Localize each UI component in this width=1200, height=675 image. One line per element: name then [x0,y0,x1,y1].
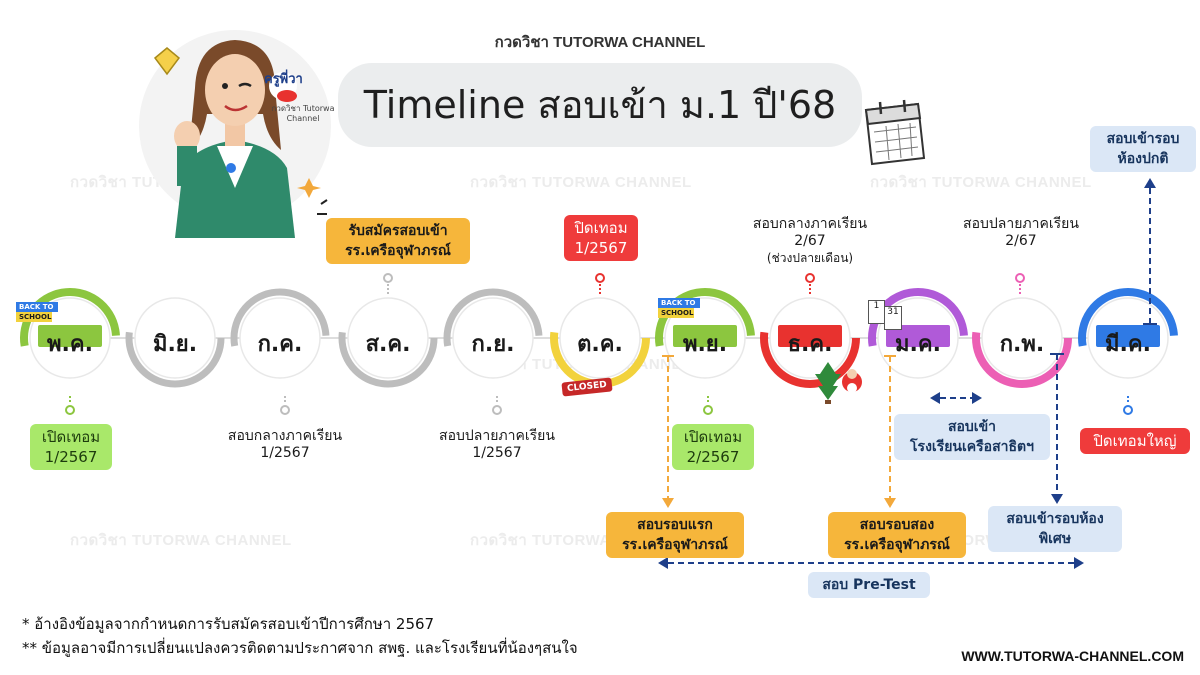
satit-exam-box: สอบเข้า โรงเรียนเครือสาธิตฯ [894,414,1050,460]
satit-exam-line2: โรงเรียนเครือสาธิตฯ [910,439,1034,455]
mini-calendar-icon: 1 31 [868,300,902,330]
watermark: กวดวิชา TUTORWA CHANNEL [470,174,692,191]
month-mar: มี.ค. [1105,332,1151,357]
mar-normal-line2: ห้องปกติ [1117,151,1169,167]
watermark: กวดวิชา TUTORWA CHANNEL [70,532,292,549]
month-nov: พ.ย. [682,332,728,357]
oct-close-line1: ปิดเทอม [574,219,628,237]
month-circle-dec [760,288,860,388]
oct-close-box: ปิดเทอม 1/2567 [564,215,638,261]
round1-box: สอบรอบแรก รร.เครือจุฬาภรณ์ [606,512,744,558]
jul-midterm-line2: 1/2567 [260,445,310,461]
feb-final-label: สอบปลายภาคเรียน 2/67 [946,216,1096,250]
footnote-1: * อ้างอิงข้อมูลจากกำหนดการรับสมัครสอบเข้… [22,615,435,633]
aug-register-line1: รับสมัครสอบเข้า [348,223,448,239]
mascot-subtitle: กวดวิชา Tutorwa Channel [271,104,335,123]
dec-midterm-line2: 2/67 [794,233,826,249]
mar-close-line1: ปิดเทอมใหญ่ [1093,432,1177,450]
month-aug: ส.ค. [365,332,411,357]
special-room-box: สอบเข้ารอบห้อง พิเศษ [988,506,1122,552]
month-circle-jun [125,288,225,388]
footnote-2: ** ข้อมูลอาจมีการเปลี่ยนแปลงควรติดตามประ… [22,639,578,657]
mar-normal-box: สอบเข้ารอบ ห้องปกติ [1090,126,1196,172]
aug-register-line2: รร.เครือจุฬาภรณ์ [345,243,451,259]
sticker-back-to: BACK TO [16,302,58,312]
special-room-line1: สอบเข้ารอบห้อง [1006,511,1104,527]
mar-close-box: ปิดเทอมใหญ่ [1080,428,1190,454]
month-oct: ต.ค. [577,332,623,357]
month-circle-feb [972,288,1072,388]
may-open-line2: 1/2567 [44,448,98,466]
sticker-back-to: BACK TO [658,298,700,308]
oct-close-line2: 1/2567 [574,239,628,257]
month-feb: ก.พ. [999,332,1045,357]
website-link[interactable]: WWW.TUTORWA-CHANNEL.COM [961,648,1184,664]
mascot-tag: ครูพี่วา [264,72,303,87]
may-open-line1: เปิดเทอม [41,428,101,446]
month-dec: ธ.ค. [787,332,833,357]
sep-final-line2: 1/2567 [472,445,522,461]
nov-open-box: เปิดเทอม 2/2567 [672,424,754,470]
month-sep: ก.ย. [471,332,515,357]
month-circle-aug [338,288,438,388]
round1-line1: สอบรอบแรก [637,517,713,533]
back-to-school-sticker: BACK TO SCHOOL [16,302,62,328]
month-may: พ.ค. [47,332,93,357]
month-jun: มิ.ย. [152,332,198,357]
satit-exam-line1: สอบเข้า [947,419,997,435]
mar-normal-line1: สอบเข้ารอบ [1106,131,1180,147]
round2-line2: รร.เครือจุฬาภรณ์ [844,537,950,553]
dec-midterm-line3: (ช่วงปลายเดือน) [766,251,854,265]
round2-box: สอบรอบสอง รร.เครือจุฬาภรณ์ [828,512,966,558]
jul-midterm-label: สอบกลางภาคเรียน 1/2567 [205,428,365,462]
channel-name: กวดวิชา TUTORWA CHANNEL [494,34,706,51]
title-pill [338,63,862,147]
sticker-school: SCHOOL [658,308,694,318]
nov-open-line1: เปิดเทอม [683,428,743,446]
jul-midterm-line1: สอบกลางภาคเรียน [227,428,343,444]
page-title: Timeline สอบเข้า ม.1 ปี'68 [363,83,837,127]
aug-register-box: รับสมัครสอบเข้า รร.เครือจุฬาภรณ์ [326,218,470,264]
dec-midterm-line1: สอบกลางภาคเรียน [752,216,868,232]
sep-final-line1: สอบปลายภาคเรียน [439,428,555,444]
round1-line2: รร.เครือจุฬาภรณ์ [622,537,728,553]
may-open-box: เปิดเทอม 1/2567 [30,424,112,470]
mini-calendar-1: 1 [868,300,885,324]
sep-final-label: สอบปลายภาคเรียน 1/2567 [417,428,577,462]
mascot-illustration [139,30,331,238]
calendar-icon [864,99,926,166]
round2-line1: สอบรอบสอง [859,517,935,533]
mini-calendar-31: 31 [884,306,902,330]
feb-final-line1: สอบปลายภาคเรียน [963,216,1079,232]
back-to-school-sticker: BACK TO SCHOOL [658,298,704,324]
dec-midterm-label: สอบกลางภาคเรียน 2/67 (ช่วงปลายเดือน) [730,216,890,267]
pretest-box: สอบ Pre-Test [808,572,930,598]
nov-open-line2: 2/2567 [686,448,740,466]
month-jul: ก.ค. [257,332,303,357]
special-room-line2: พิเศษ [1038,531,1072,547]
sticker-school: SCHOOL [16,312,52,322]
month-jan: ม.ค. [895,332,941,357]
feb-final-line2: 2/67 [1005,233,1037,249]
watermark: กวดวิชา TUTORWA CHANNEL [870,174,1092,191]
